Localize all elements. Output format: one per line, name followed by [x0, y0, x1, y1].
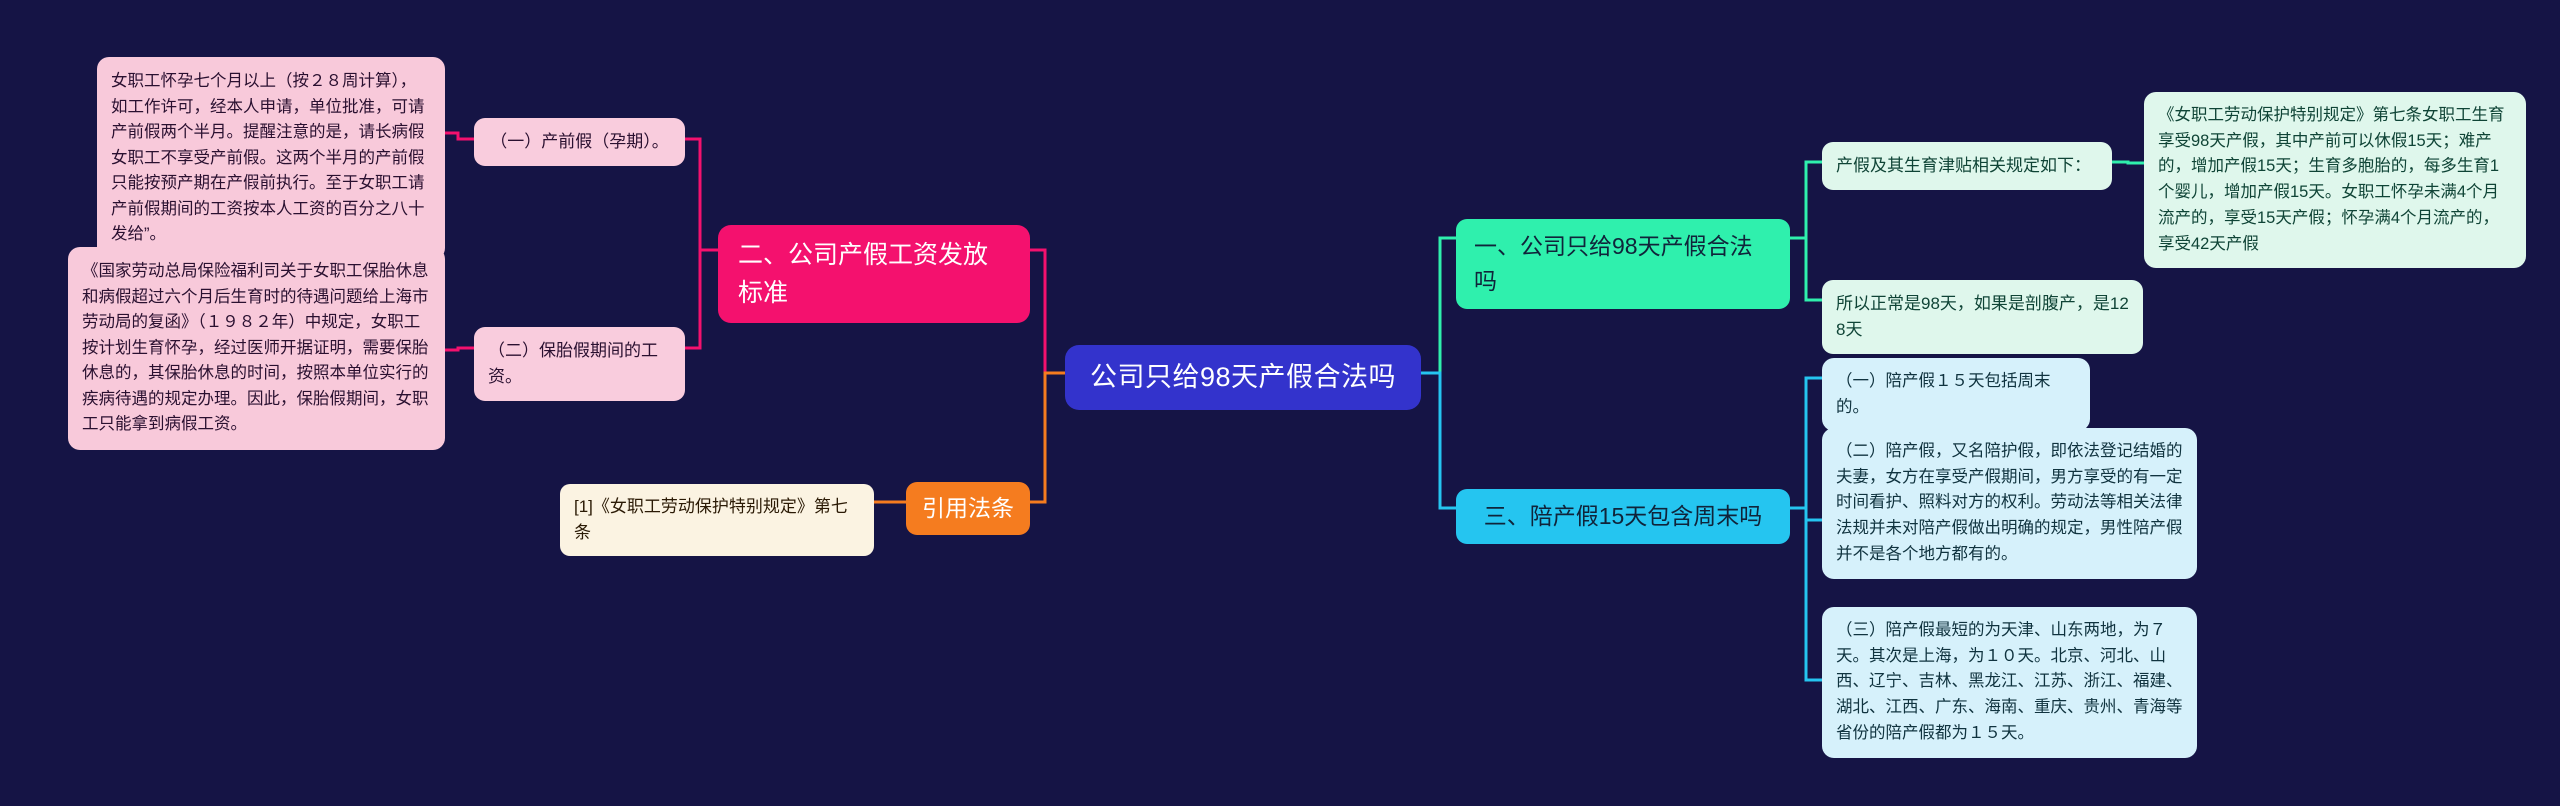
- root-node[interactable]: 公司只给98天产假合法吗: [1065, 345, 1421, 411]
- branch-node-citation[interactable]: 引用法条: [906, 482, 1030, 535]
- child-node-paternity-by-province[interactable]: （三）陪产假最短的为天津、山东两地，为７天。其次是上海，为１０天。北京、河北、山…: [1822, 607, 2197, 758]
- detail-node-tocolysis-wage-text[interactable]: 《国家劳动总局保险福利司关于女职工保胎休息和病假超过六个月后生育时的待遇问题给上…: [68, 247, 445, 450]
- child-node-prenatal-leave[interactable]: （一）产前假（孕期）。: [474, 118, 685, 166]
- branch-node-2[interactable]: 二、公司产假工资发放标准: [718, 225, 1030, 323]
- child-node-normal-98-days[interactable]: 所以正常是98天，如果是剖腹产，是128天: [1822, 280, 2143, 354]
- branch-node-1[interactable]: 一、公司只给98天产假合法吗: [1456, 219, 1790, 309]
- child-node-paternity-definition[interactable]: （二）陪产假，又名陪护假，即依法登记结婚的夫妻，女方在享受产假期间，男方享受的有…: [1822, 428, 2197, 579]
- detail-node-special-regulation-article7[interactable]: 《女职工劳动保护特别规定》第七条女职工生育享受98天产假，其中产前可以休假15天…: [2144, 92, 2526, 269]
- branch-node-3[interactable]: 三、陪产假15天包含周末吗: [1456, 489, 1790, 544]
- child-node-citation-reference[interactable]: [1]《女职工劳动保护特别规定》第七条: [560, 484, 874, 556]
- child-node-paternity-includes-weekend[interactable]: （一）陪产假１５天包括周末的。: [1822, 358, 2090, 432]
- detail-node-prenatal-leave-text[interactable]: 女职工怀孕七个月以上（按２８周计算），如工作许可，经本人申请，单位批准，可请产前…: [97, 57, 445, 260]
- child-node-tocolysis-wage[interactable]: （二）保胎假期间的工资。: [474, 327, 685, 401]
- child-node-maternity-allowance-intro[interactable]: 产假及其生育津贴相关规定如下：: [1822, 142, 2112, 190]
